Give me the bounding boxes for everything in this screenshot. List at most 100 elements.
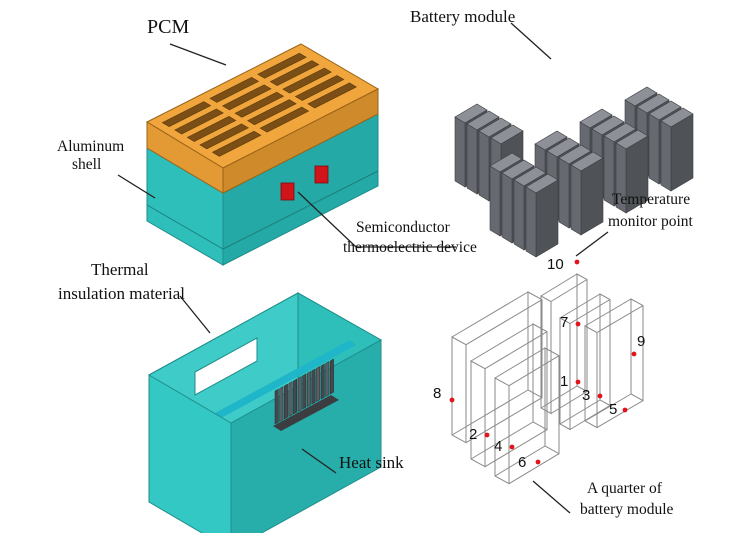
leader-line [510,22,552,60]
heat-sink-label: Heat sink [339,453,404,472]
temperature-label-line1: Temperature [612,191,690,208]
battery-cell-side [670,113,694,192]
heat-sink-base [273,395,339,431]
leader-line [575,231,609,257]
thermal-label-line2: insulation material [58,284,185,303]
battery-cell-front [478,130,490,202]
monitor-point-dot-2 [484,432,490,438]
wireframe-cell [584,298,644,429]
temperature-label-line2: monitor point [608,213,694,230]
heat-sink-fin [274,388,279,425]
heat-sink-fin [316,366,321,402]
monitor-point-label-1: 1 [560,373,568,390]
pcm-slot [211,130,262,157]
heat-sink-fin [306,371,311,407]
heat-sink-fin [293,378,298,415]
battery-cell-front [525,186,537,258]
monitor-point-dot-7 [575,321,581,327]
quarter-battery-wireframe [451,273,644,485]
monitor-point-dot-8 [449,397,455,403]
pcm-label: PCM [147,16,189,38]
battery-module-label: Battery module [410,7,515,26]
monitor-point-label-5: 5 [609,401,617,418]
quarter-label-line1: A quarter of [587,480,663,497]
battery-cell-front [513,179,525,251]
heat-sink-fin [283,383,288,420]
wireframe-cell [559,293,611,431]
monitor-point-label-10: 10 [547,256,564,273]
thermal-label-line1: Thermal [91,260,149,279]
pcm-slot [259,106,310,133]
battery-cell-front [603,135,615,207]
pcm-block [145,43,380,194]
wireframe-cell [540,273,588,415]
window-opening [194,337,258,396]
thermoelectric-device [280,182,295,201]
heat-sink-fin [311,368,316,405]
pcm-slot [209,77,260,103]
monitor-point-label-7: 7 [560,314,568,331]
battery-cell-front [454,116,466,188]
semiconductor-label-line2: thermoelectric device [343,239,477,256]
pcm-shell-assembly [117,43,456,266]
pcm-slot [294,75,345,101]
monitor-point-label-8: 8 [433,385,441,402]
heat-sink-fin [320,363,325,400]
aluminum-shell-label-line2: shell [72,156,101,173]
battery-cell-side [535,179,559,258]
pcm-slot [282,67,332,94]
monitor-points: 1 2 3 4 5 6 7 8 9 10 [433,256,645,471]
battery-cell-front [466,123,478,195]
heat-sink-fin [325,361,330,397]
leader-line [532,480,571,514]
battery-module [454,86,694,258]
battery-cell-front [558,157,570,229]
heat-sink-fin [302,373,307,410]
battery-cell-front [648,113,660,185]
pcm-slot [234,91,285,118]
heat-sink-fin [297,376,302,412]
leader-line [117,174,156,199]
pcm-slots [161,52,357,157]
monitor-point-dot-10 [574,259,580,265]
heat-sink-fin [329,358,334,395]
pcm-slot [257,52,307,79]
pcm-slot [221,84,272,111]
pcm-slot [199,123,249,150]
monitor-point-label-3: 3 [582,387,590,404]
pcm-slot [307,82,357,109]
monitor-point-dot-4 [509,444,515,450]
heat-sink-fin [279,386,284,422]
semiconductor-label-line1: Semiconductor [356,219,451,236]
monitor-point-label-9: 9 [637,333,645,350]
battery-cell-front [489,165,501,237]
battery-cell-front [615,142,627,214]
thermoelectric-device [314,165,329,184]
battery-cell-front [570,164,582,236]
monitor-point-dot-3 [597,393,603,399]
insulation-box-assembly [147,292,383,533]
battery-cell-side [580,157,604,236]
battery-cell-front [660,120,672,192]
monitor-point-dot-9 [631,351,637,357]
leader-line [297,191,456,248]
monitor-point-dot-1 [575,379,581,385]
monitor-point-dot-5 [622,407,628,413]
pcm-slot [174,108,224,135]
monitor-point-label-4: 4 [494,438,502,455]
leader-line [301,448,337,474]
pcm-slot [269,60,320,87]
aluminum-shell-label-line1: Aluminum [57,138,124,155]
heat-sink [273,358,339,431]
pcm-slot [247,99,297,126]
quarter-label-line2: battery module [580,501,674,518]
monitor-point-label-6: 6 [518,454,526,471]
heat-sink-fin [288,381,293,417]
battery-cell-front [501,172,513,244]
wireframe-cell [494,347,560,485]
monitor-point-dot-6 [535,459,541,465]
leader-line [169,43,227,66]
monitor-point-label-2: 2 [469,426,477,443]
pcm-slot [161,101,212,127]
pcm-slot [186,116,237,142]
